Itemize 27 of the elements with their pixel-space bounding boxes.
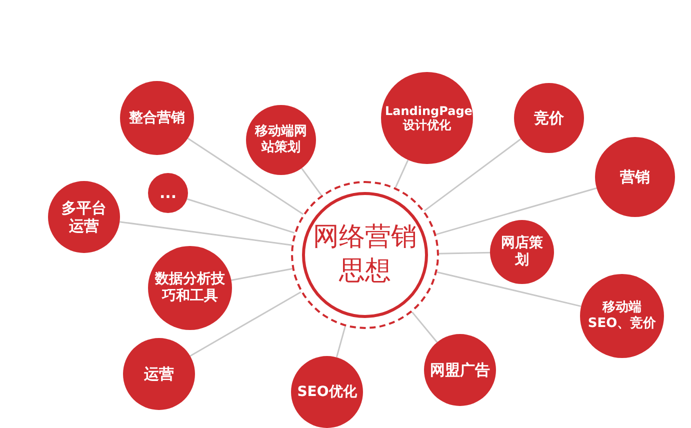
topic-circle: 营销 — [595, 137, 675, 217]
topic-circle: ... — [148, 173, 188, 213]
connector-line — [394, 160, 409, 188]
connector-line — [336, 326, 346, 358]
connector-line — [436, 187, 597, 236]
topic-circle: 网店策划 — [490, 220, 554, 284]
connector-line — [186, 198, 295, 234]
connector-line — [438, 252, 490, 254]
connector-line — [424, 138, 522, 212]
topic-circle: 多平台运营 — [48, 181, 120, 253]
connector-line — [412, 312, 438, 343]
topic-circle: LandingPage设计优化 — [381, 72, 473, 164]
connector-line — [190, 291, 302, 357]
connector-line — [120, 221, 292, 246]
connector-line — [436, 271, 582, 308]
topic-circle: 竞价 — [514, 83, 584, 153]
connector-line — [187, 138, 304, 215]
connector-line — [301, 168, 322, 196]
connector-line — [231, 268, 292, 281]
topic-circle: SEO优化 — [291, 356, 363, 428]
topic-circle: 移动端网站策划 — [246, 105, 316, 175]
topic-circle: 数据分析技巧和工具 — [148, 246, 232, 330]
topic-circle: 移动端SEO、竞价 — [580, 274, 664, 358]
topic-circle: 运营 — [123, 338, 195, 410]
topic-circle: 网盟广告 — [424, 334, 496, 406]
center-circle: 网络营销思想 — [291, 181, 439, 329]
topic-circle: 整合营销 — [120, 81, 194, 155]
